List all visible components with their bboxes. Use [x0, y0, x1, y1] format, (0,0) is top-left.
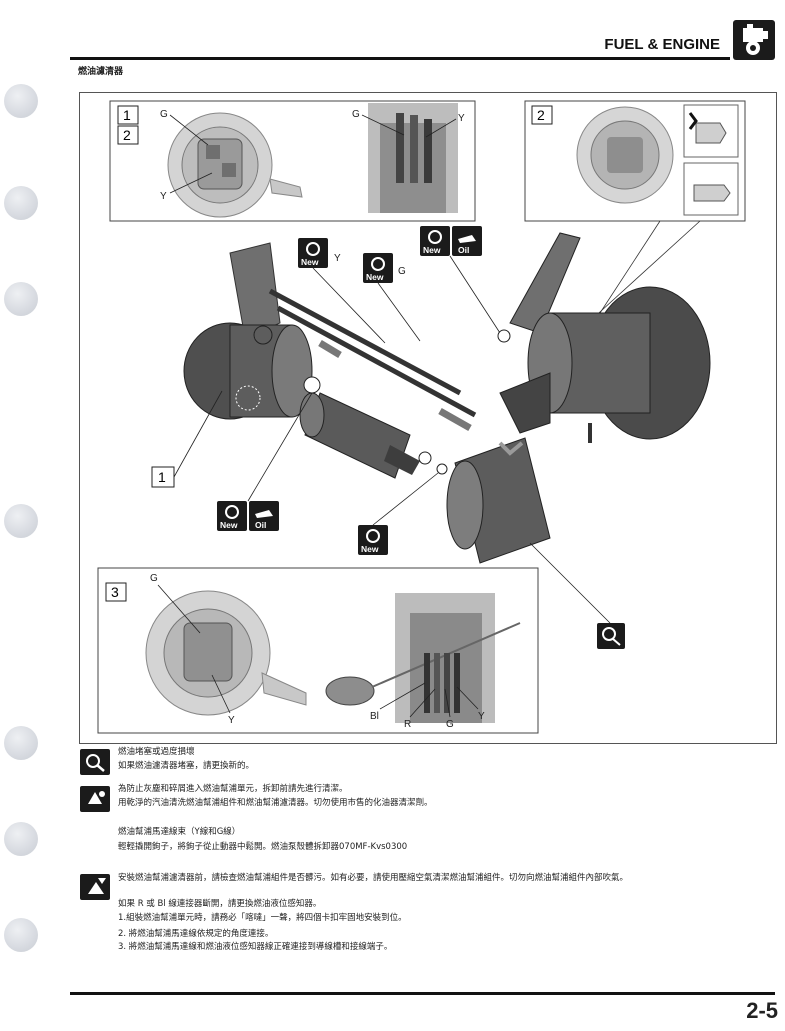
box-number-1: 1: [151, 466, 175, 488]
binder-hole: [4, 282, 38, 316]
box-number-2: 2: [531, 105, 553, 125]
inset-2: 2: [524, 100, 746, 322]
fuel-pump-cover: [499, 232, 711, 443]
wire-label-y: Y: [160, 191, 167, 202]
svg-text:2: 2: [123, 127, 131, 143]
new-badge: New: [298, 238, 328, 268]
svg-text:3: 3: [111, 584, 119, 600]
fuel-pump-motor: [299, 392, 420, 479]
page-number: 2-5: [746, 998, 778, 1023]
note-text: 1.組裝燃油幫浦單元時，請務必「喀噠」一聲，將四個卡扣牢固地安裝到位。: [118, 913, 407, 923]
wire-harness: [268, 288, 477, 432]
filter-inspection-icon: [597, 623, 625, 649]
wire-label-g: G: [446, 719, 454, 730]
note-text: 用乾淨的汽油清洗燃油幫浦組件和燃油幫浦濾清器。切勿使用市售的化油器清潔劑。: [118, 798, 433, 808]
wire-label-y: Y: [334, 253, 341, 264]
fuel-pump-diagram: 1 2 G Y: [79, 92, 777, 744]
inset-1-2: 1 2 G Y: [109, 100, 476, 222]
wire-label-y: Y: [458, 113, 465, 124]
oil-badge: Oil: [249, 501, 279, 531]
svg-text:Oil: Oil: [458, 245, 469, 255]
header-rule: [70, 57, 730, 60]
section-title: 燃油濾清器: [78, 67, 124, 77]
svg-text:1: 1: [158, 469, 166, 485]
svg-text:New: New: [423, 245, 441, 255]
fuel-pump-module: [183, 242, 313, 420]
new-badge: New: [363, 253, 393, 283]
page-header-title: FUEL & ENGINE: [604, 36, 720, 53]
wire-label-bl: Bl: [370, 711, 379, 722]
oil-badge: Oil: [452, 226, 482, 256]
svg-text:New: New: [361, 544, 379, 554]
svg-text:1: 1: [123, 107, 131, 123]
note-title: 燃油幫浦馬達線束（Y線和G線）: [118, 827, 241, 837]
binder-hole: [4, 726, 38, 760]
binder-hole: [4, 822, 38, 856]
note-text: 2. 將燃油幫浦馬達線依規定的角度連接。: [118, 929, 274, 939]
wire-label-g: G: [160, 109, 168, 120]
fuel-filter-housing: [446, 437, 551, 564]
new-badge: New: [358, 525, 388, 555]
note-text: 安裝燃油幫浦濾清器前，請檢查燃油幫浦組件是否髒污。如有必要，請使用壓縮空氣清潔燃…: [118, 873, 629, 883]
svg-text:New: New: [220, 520, 238, 530]
note-text: 3. 將燃油幫浦馬達線和燃油液位感知器線正確連接到導線槽和接線端子。: [118, 942, 393, 952]
fuel-level-sensor: [325, 593, 521, 723]
pump-connector-photo: [368, 103, 458, 213]
note-title: 燃油堵塞或過度損壞: [118, 747, 195, 757]
filter-inspection-icon: [80, 749, 110, 775]
wire-label-r: R: [404, 719, 411, 730]
svg-text:2: 2: [537, 107, 545, 123]
note-text: 如果燃油濾清器堵塞，請更換新的。: [118, 761, 255, 771]
wire-label-g: G: [150, 573, 158, 584]
svg-text:New: New: [301, 257, 319, 267]
inset-3: 3 G Y Bl R G: [97, 567, 539, 734]
new-badge: New: [420, 226, 450, 256]
wire-label-y: Y: [228, 715, 235, 726]
wire-label-g: G: [398, 266, 406, 277]
new-badge: New: [217, 501, 247, 531]
box-number-2: 2: [117, 125, 139, 145]
svg-text:Oil: Oil: [255, 520, 266, 530]
note-text: 如果 R 或 Bl 線連接器斷開，請更換燃油液位感知器。: [118, 899, 322, 909]
assembly-icon: [80, 874, 110, 900]
pump-flange-top-view: [167, 112, 303, 218]
wire-label-y: Y: [478, 711, 485, 722]
box-number-1: 1: [117, 105, 139, 125]
binder-hole: [4, 918, 38, 952]
footer-rule: [70, 992, 775, 995]
cleaning-icon: [80, 786, 110, 812]
svg-text:New: New: [366, 272, 384, 282]
wire-label-g: G: [352, 109, 360, 120]
note-text: 輕輕撬開鉤子，將鉤子從止動器中鬆開。燃油泵殼體拆卸器070MF-Kvs0300: [118, 842, 408, 852]
binder-hole: [4, 186, 38, 220]
box-number-3: 3: [105, 582, 127, 602]
note-text: 為防止灰塵和碎屑進入燃油幫浦單元，拆卸前請先進行清潔。: [118, 784, 348, 794]
binder-hole: [4, 504, 38, 538]
engine-section-icon: [733, 20, 775, 60]
binder-hole: [4, 84, 38, 118]
